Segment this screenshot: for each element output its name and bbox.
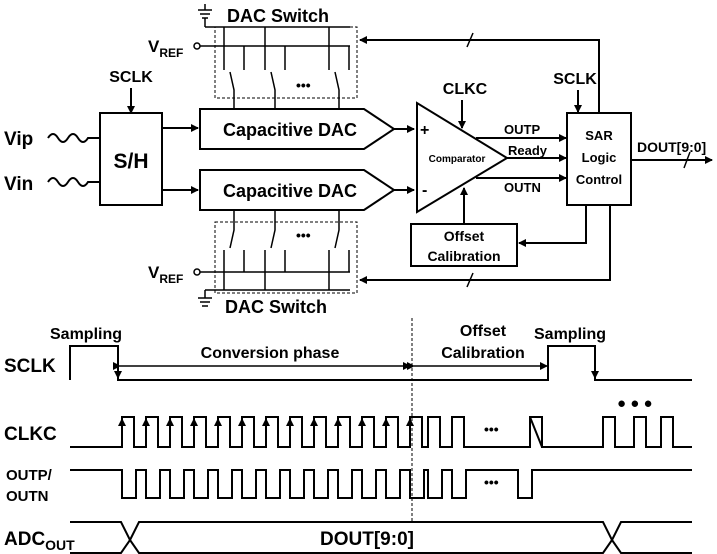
clkc-ellipsis: •••: [484, 421, 499, 437]
comparator-triangle: [416, 101, 509, 214]
dac-top-block: [199, 108, 396, 150]
timing-offset-label-2: Calibration: [441, 345, 525, 362]
sar-label-2: Logic: [582, 150, 617, 165]
ready-label: Ready: [508, 143, 548, 158]
adc-dout-label: DOUT[9:0]: [320, 529, 414, 550]
dac-bottom-block: [199, 169, 396, 211]
outp-outn-waveform: [70, 469, 692, 499]
sar-label-1: SAR: [585, 128, 613, 143]
vref-bottom-terminal: [193, 268, 201, 276]
ground-bottom-icon: [198, 290, 212, 307]
comparator-label: Comparator: [429, 154, 486, 165]
feedback-top-line: [359, 36, 600, 113]
adc-out-label: ADCOUT: [4, 529, 75, 553]
feedback-bottom-bus-mark: [466, 272, 474, 288]
dac-bottom-label: Capacitive DAC: [223, 181, 357, 201]
sclk-waveform: [69, 345, 692, 381]
vref-top-terminal: [193, 42, 201, 50]
vip-label: Vip: [4, 129, 33, 150]
clkc-ramp: [529, 416, 543, 448]
dac-switch-bottom-title: DAC Switch: [225, 297, 327, 317]
vip-sine-icon: [47, 133, 100, 143]
ground-top-icon: [198, 4, 212, 27]
switch-top-ellipsis: •••: [296, 77, 311, 93]
switch-array-bottom: [223, 220, 350, 290]
dac-switch-top-box: [214, 26, 358, 99]
sar-label-3: Control: [576, 172, 622, 187]
offset-block-label-2: Calibration: [427, 248, 500, 264]
clkc-waveform: [70, 416, 692, 448]
sh-sclk-label: SCLK: [109, 69, 153, 86]
dac-switch-top-title: DAC Switch: [227, 6, 329, 26]
switch-bottom-ellipsis: •••: [296, 227, 311, 243]
outp-ellipsis: •••: [484, 474, 499, 490]
sample-hold-label: S/H: [113, 150, 148, 173]
dout-bus-mark: [683, 151, 691, 169]
clkc-timing-label: CLKC: [4, 424, 57, 445]
timing-sampling-left: Sampling: [50, 326, 122, 343]
comparator-clk-label: CLKC: [443, 81, 488, 98]
timing-offset-label-1: Offset: [460, 323, 507, 340]
switch-array-top: [223, 27, 350, 100]
vin-label: Vin: [4, 174, 33, 195]
feedback-top-bus-mark: [466, 32, 474, 48]
outp-pulse-path: [70, 469, 692, 499]
offset-block-label-1: Offset: [444, 228, 485, 244]
dout-label: DOUT[9:0]: [637, 139, 706, 155]
sar-sclk-label: SCLK: [553, 71, 597, 88]
dac-top-label: Capacitive DAC: [223, 120, 357, 140]
timing-sampling-right: Sampling: [534, 326, 606, 343]
adc-out-bus: [70, 521, 692, 554]
outn-label: OUTN: [504, 180, 541, 195]
vref-top-label: VREF: [148, 37, 183, 60]
continuation-dots: ● ● ●: [617, 395, 653, 412]
dac-switch-bottom-box: [214, 221, 358, 294]
outp-timing-label-2: OUTN: [6, 488, 49, 505]
sclk-timing-label: SCLK: [4, 356, 56, 377]
comparator-minus: -: [422, 182, 427, 199]
vin-sine-icon: [47, 177, 100, 187]
comparator-plus: +: [420, 122, 429, 139]
sar-to-offset-arrow: [518, 205, 587, 247]
timing-conversion-label: Conversion phase: [201, 345, 340, 362]
feedback-bottom-line: [359, 205, 611, 284]
outp-label: OUTP: [504, 122, 540, 137]
vref-bottom-label: VREF: [148, 263, 183, 286]
clkc-pulse-path: [70, 416, 692, 448]
outp-timing-label-1: OUTP/: [6, 467, 53, 484]
